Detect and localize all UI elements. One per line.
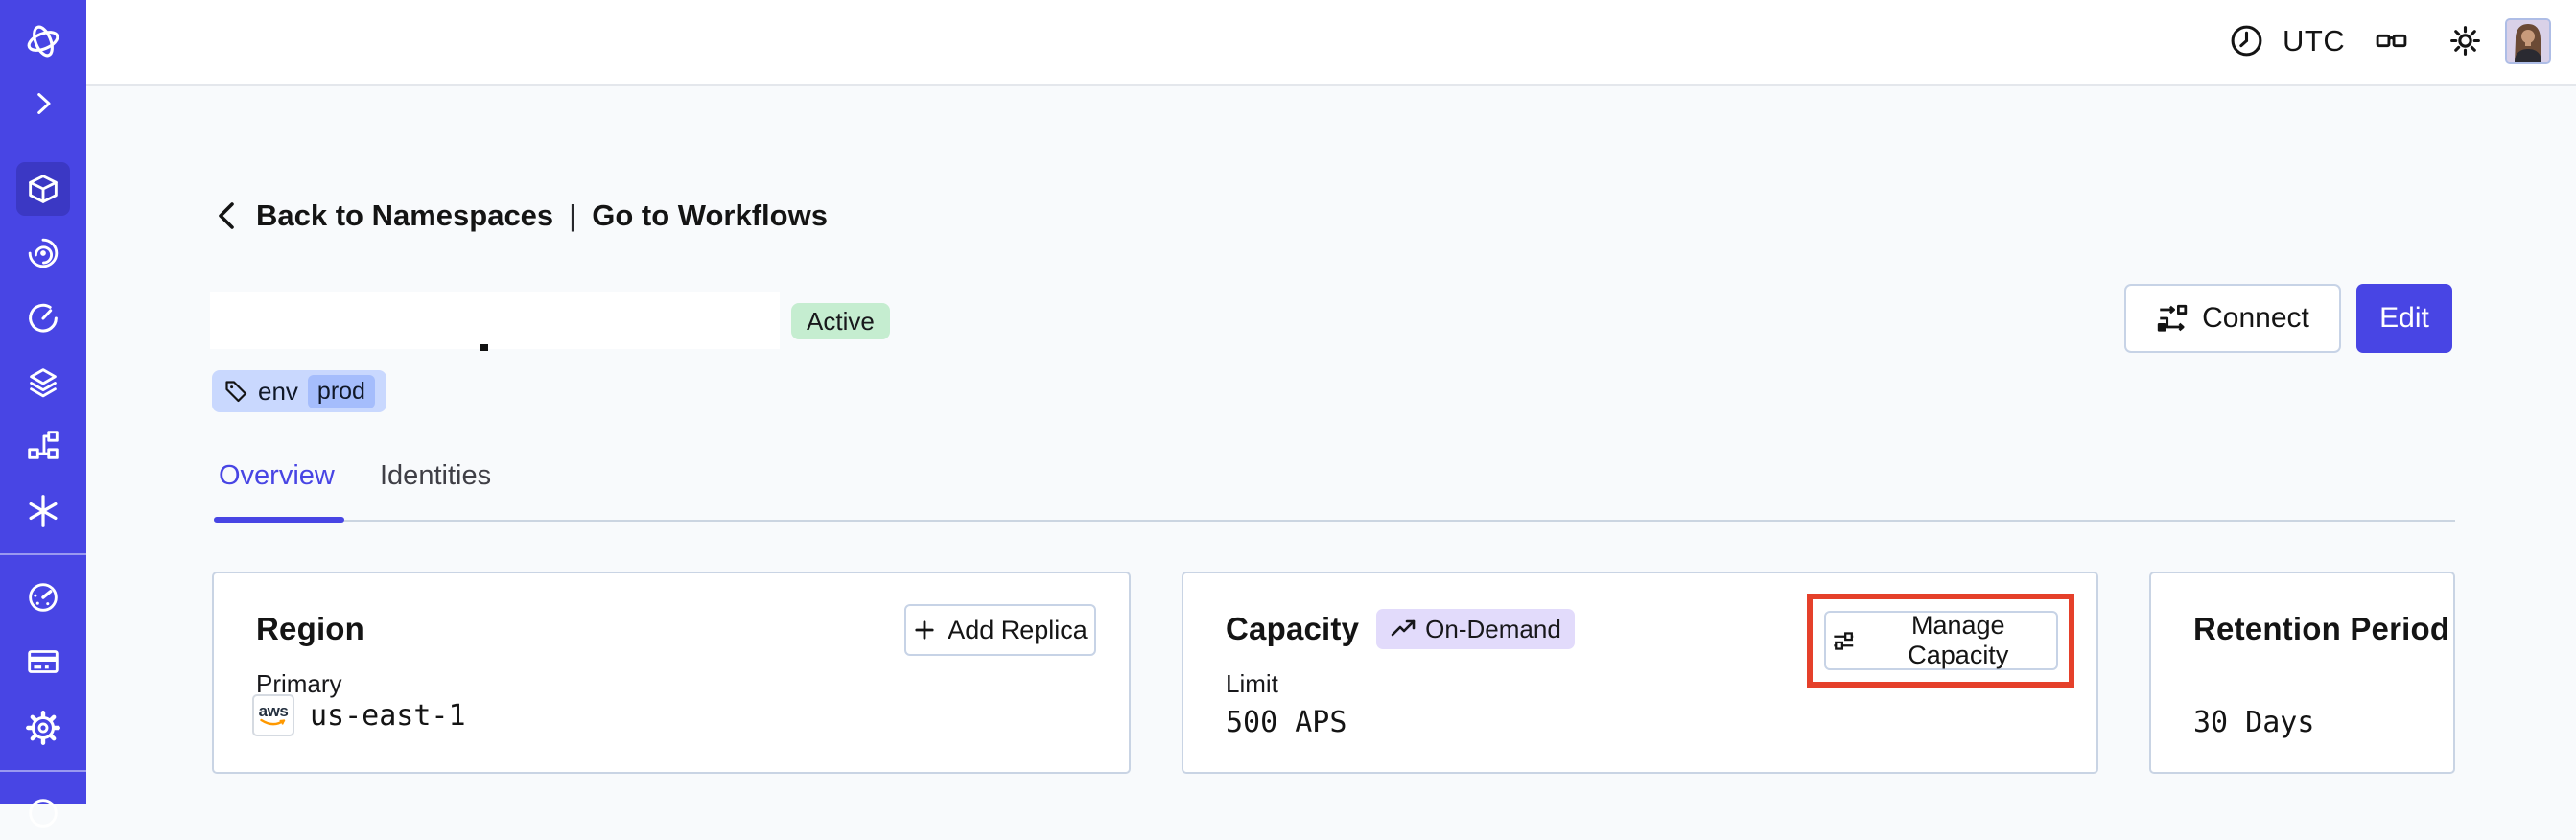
sidebar-expand-chevron-icon[interactable] (16, 77, 70, 130)
top-bar: UTC (86, 0, 2576, 86)
namespace-tag: env prod (212, 370, 386, 412)
namespaces-cube-icon (29, 175, 58, 203)
aws-provider-icon: aws (252, 694, 294, 736)
tabs-divider (214, 520, 2455, 522)
schedules-clock-icon (29, 303, 58, 333)
main-content: Back to Namespaces | Go to Workflows Act… (86, 86, 2576, 804)
capacity-limit-label: Limit (1226, 669, 1278, 698)
user-avatar[interactable] (2505, 18, 2551, 64)
plus-icon (915, 620, 934, 640)
chevron-left-icon[interactable] (212, 198, 241, 233)
usage-gauge-icon (29, 583, 58, 612)
sidebar-item-deployments[interactable] (16, 356, 70, 409)
region-primary-label: Primary (256, 669, 342, 698)
region-card: Region Add Replica Primary aws us-east-1 (212, 572, 1131, 774)
theme-sun-icon[interactable] (2447, 23, 2483, 58)
sidebar-item-workflows[interactable] (16, 226, 70, 280)
retention-value: 30 Days (2193, 706, 2315, 739)
capacity-card: Capacity On-Demand Manage Capacity (1182, 572, 2098, 774)
on-demand-badge-label: On-Demand (1425, 614, 1561, 643)
trending-up-icon (1391, 619, 1416, 637)
add-replica-label: Add Replica (948, 615, 1088, 644)
aws-smile-arc (260, 718, 286, 725)
timezone-clock-icon[interactable] (2229, 23, 2264, 58)
status-badge-label: Active (807, 306, 875, 336)
billing-card-icon (28, 650, 59, 673)
tag-value-chip: prod (307, 374, 375, 408)
capacity-value: 500 APS (1226, 706, 1347, 739)
aws-wordmark: aws (258, 701, 289, 720)
temporal-logo-icon[interactable] (16, 14, 70, 68)
add-replica-button[interactable]: Add Replica (904, 604, 1096, 656)
sidebar-item-batch-operations[interactable] (16, 418, 70, 472)
click-target-highlight: Manage Capacity (1807, 594, 2074, 688)
manage-capacity-label: Manage Capacity (1908, 611, 2009, 669)
edit-button[interactable]: Edit (2356, 284, 2452, 353)
back-to-namespaces-link[interactable]: Back to Namespaces (256, 198, 554, 232)
connect-button[interactable]: Connect (2124, 284, 2341, 353)
region-card-title: Region (256, 611, 365, 646)
settings-gear-icon (26, 711, 60, 745)
connect-button-label: Connect (2202, 302, 2309, 334)
workflows-spiral-icon (28, 238, 59, 268)
tag-icon (225, 381, 247, 403)
batch-pipeline-icon (28, 431, 59, 459)
support-circle-icon (29, 799, 58, 828)
tab-identities[interactable]: Identities (380, 460, 492, 491)
manage-capacity-button[interactable]: Manage Capacity (1823, 611, 2058, 670)
tag-key: env (258, 376, 298, 406)
active-tab-indicator (214, 517, 344, 523)
sidebar-item-settings[interactable] (16, 701, 70, 755)
sidebar-item-namespaces[interactable] (16, 162, 70, 216)
sidebar-item-support[interactable] (16, 786, 70, 840)
retention-card-title: Retention Period (2193, 611, 2450, 646)
go-to-workflows-link[interactable]: Go to Workflows (592, 198, 828, 232)
deployments-layers-icon (30, 368, 57, 398)
nexus-asterisk-icon (29, 495, 58, 527)
namespace-title-redacted (210, 292, 780, 349)
tab-overview[interactable]: Overview (219, 460, 335, 491)
connect-flow-icon (2157, 304, 2188, 332)
region-value: us-east-1 (310, 698, 466, 733)
sidebar-item-billing[interactable] (16, 635, 70, 688)
breadcrumb-separator: | (569, 198, 577, 232)
sidebar-item-schedules[interactable] (16, 292, 70, 345)
sliders-icon (1833, 631, 1853, 650)
breadcrumb: Back to Namespaces | Go to Workflows (212, 196, 828, 236)
timezone-label[interactable]: UTC (2283, 24, 2346, 58)
sidebar-item-nexus[interactable] (16, 484, 70, 538)
sidebar-divider-bottom (0, 770, 86, 772)
retention-card: Retention Period 30 Days (2149, 572, 2455, 774)
labs-glasses-icon[interactable] (2374, 23, 2409, 58)
capacity-card-title: Capacity (1226, 611, 1360, 646)
sidebar-item-usage[interactable] (16, 571, 70, 624)
app-root: { "header": { "timezone_label": "UTC" },… (0, 0, 2576, 804)
redaction-artifact-dot (480, 344, 488, 351)
sidebar-divider (0, 553, 86, 555)
edit-button-label: Edit (2379, 302, 2429, 334)
on-demand-badge: On-Demand (1376, 609, 1575, 649)
sidebar (0, 0, 86, 828)
status-badge: Active (791, 303, 890, 339)
